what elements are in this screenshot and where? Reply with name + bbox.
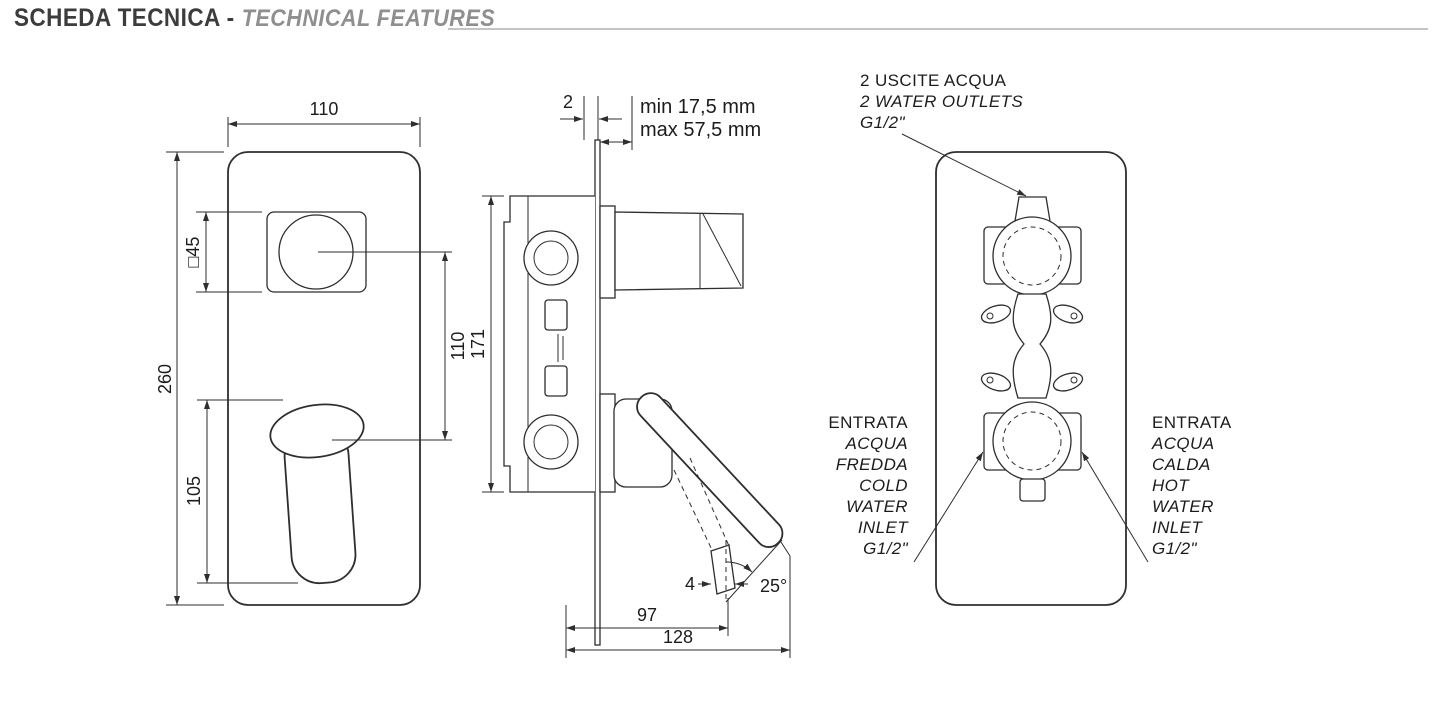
hot-label-2: CALDA: [1152, 455, 1211, 474]
outlet-label-size: G1/2": [860, 113, 905, 132]
cold-leader-line: [913, 451, 984, 563]
hot-label-6: G1/2": [1152, 539, 1197, 558]
front-dim-width: 110: [227, 99, 421, 147]
hot-label-0: ENTRATA: [1152, 413, 1232, 432]
side-lever: [599, 392, 791, 658]
outlet-leader-line: [901, 133, 1027, 197]
cold-inlet-annotation: ENTRATA ACQUA FREDDA COLD WATER INLET G1…: [828, 413, 984, 563]
side-wall-plate: [594, 139, 601, 646]
front-dim-square-label: □45: [183, 237, 203, 268]
side-dim-gap-label: 2: [563, 92, 573, 112]
cold-label-2: FREDDA: [836, 455, 908, 474]
hot-inlet-annotation: ENTRATA ACQUA CALDA HOT WATER INLET G1/2…: [1081, 413, 1232, 563]
side-dim-tip-label: 4: [685, 574, 695, 594]
hot-leader-line: [1081, 451, 1149, 563]
rear-view: 2 USCITE ACQUA 2 WATER OUTLETS G1/2" ENT…: [828, 71, 1232, 606]
front-dim-lower: 105: [184, 399, 298, 584]
side-dim-body-height: 171: [468, 195, 504, 493]
hot-label-1: ACQUA: [1151, 434, 1214, 453]
side-dim-97-label: 97: [637, 605, 657, 625]
front-dim-height: 260: [155, 151, 224, 606]
front-dim-lower-label: 105: [184, 476, 204, 506]
outlet-label-english: 2 WATER OUTLETS: [859, 92, 1023, 111]
rear-mounting-tabs: [980, 304, 1084, 392]
cold-label-0: ENTRATA: [828, 413, 908, 432]
side-dim-depth-min-label: min 17,5 mm: [640, 96, 756, 118]
side-inwall-body: [503, 195, 595, 493]
side-dim-angle-label: 25°: [760, 576, 787, 596]
side-dim-body-height-label: 171: [468, 329, 488, 359]
page-title: SCHEDA TECNICA -TECHNICAL FEATURES: [14, 4, 495, 33]
front-dim-square: □45: [183, 211, 262, 293]
front-view: 110 260 □45 110 105: [155, 99, 468, 606]
side-dim-128-label: 128: [663, 627, 693, 647]
side-dim-angle: 25°: [725, 539, 787, 603]
title-english: TECHNICAL FEATURES: [241, 5, 496, 32]
hot-label-5: INLET: [1152, 518, 1203, 537]
side-dim-gap: 2: [560, 92, 622, 140]
front-dim-width-label: 110: [310, 99, 339, 119]
cold-label-4: WATER: [846, 497, 908, 516]
side-lever-tip: [710, 544, 736, 595]
side-dim-projection: 97 128: [565, 598, 790, 658]
hot-label-3: HOT: [1152, 476, 1190, 495]
side-dim-depth-max-label: max 57,5 mm: [640, 119, 761, 141]
rear-top-valve: [983, 196, 1082, 296]
header-rule: [448, 28, 1428, 30]
outlet-annotation: 2 USCITE ACQUA 2 WATER OUTLETS G1/2": [859, 71, 1027, 197]
rear-spine: [1012, 293, 1052, 399]
front-dim-centers-label: 110: [448, 332, 468, 361]
outlet-label-italian: 2 USCITE ACQUA: [860, 71, 1007, 90]
cold-label-6: G1/2": [863, 539, 908, 558]
side-view: 2 min 17,5 mm max 57,5 mm 171 4 25°: [468, 92, 791, 658]
cold-label-5: INLET: [858, 518, 909, 537]
title-italian: SCHEDA TECNICA -: [14, 4, 235, 32]
side-dim-depth: min 17,5 mm max 57,5 mm: [600, 96, 761, 150]
cold-label-1: ACQUA: [845, 434, 908, 453]
front-dim-height-label: 260: [155, 364, 175, 394]
hot-label-4: WATER: [1152, 497, 1214, 516]
side-diverter-knob: [599, 205, 744, 299]
front-dim-centers: 110: [318, 251, 468, 441]
page-header: SCHEDA TECNICA -TECHNICAL FEATURES: [14, 4, 549, 33]
side-dim-tip: 4: [685, 574, 748, 594]
cold-label-3: COLD: [859, 476, 908, 495]
rear-bottom-valve: [983, 401, 1082, 502]
front-lever-head: [269, 403, 365, 459]
